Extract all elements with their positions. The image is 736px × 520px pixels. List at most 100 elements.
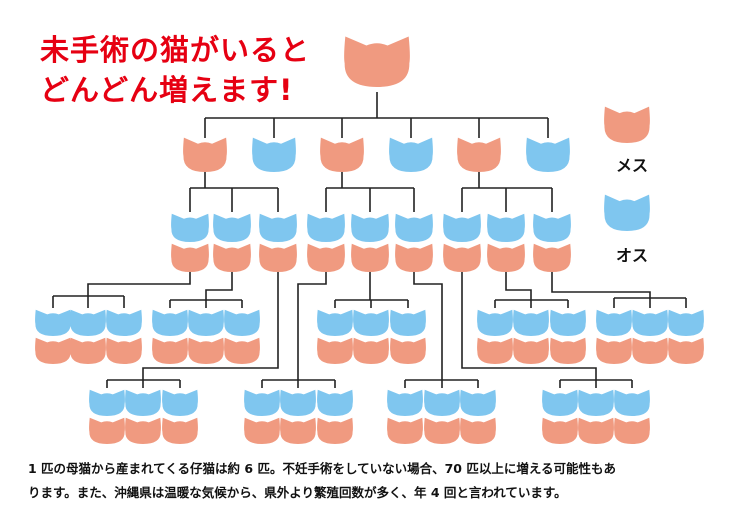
cat-face-female-icon <box>317 417 353 444</box>
cat-face-female-icon <box>125 417 161 444</box>
cat-face-female-icon <box>632 337 668 364</box>
cat-face-female-icon <box>244 417 280 444</box>
cat-face-male-icon <box>550 309 586 336</box>
cat-face-male-icon <box>280 389 316 416</box>
cat-face-male-icon <box>596 309 632 336</box>
cat-face-male-icon <box>487 213 525 242</box>
tree-connector-line <box>297 272 327 380</box>
cat-face-male-icon <box>424 389 460 416</box>
cat-face-female-icon <box>533 243 571 272</box>
cat-face-male-icon <box>513 309 549 336</box>
cat-face-female-icon <box>395 243 433 272</box>
cat-icons <box>35 36 704 444</box>
tree-connectors <box>52 92 687 388</box>
cat-face-female-icon <box>550 337 586 364</box>
cat-face-male-icon <box>477 309 513 336</box>
cat-face-male-icon <box>307 213 345 242</box>
cat-face-male-icon <box>390 309 426 336</box>
cat-face-male-icon <box>89 389 125 416</box>
cat-face-female-icon <box>443 243 481 272</box>
description-line-1: 1 匹の母猫から産まれてくる仔猫は約 6 匹。不妊手術をしていない場合、70 匹… <box>28 461 616 476</box>
cat-face-female-icon <box>578 417 614 444</box>
cat-face-female-icon <box>604 106 650 143</box>
cat-face-female-icon <box>162 417 198 444</box>
cat-face-female-icon <box>89 417 125 444</box>
tree-connector-line <box>87 272 191 296</box>
cat-face-male-icon <box>35 309 71 336</box>
cat-face-female-icon <box>188 337 224 364</box>
cat-face-female-icon <box>106 337 142 364</box>
cat-face-male-icon <box>632 309 668 336</box>
cat-face-female-icon <box>351 243 389 272</box>
cat-face-male-icon <box>395 213 433 242</box>
tree-connector-line <box>505 272 532 300</box>
cat-face-female-icon <box>213 243 251 272</box>
cat-face-male-icon <box>224 309 260 336</box>
cat-face-female-icon <box>317 337 353 364</box>
cat-face-female-icon <box>596 337 632 364</box>
cat-face-male-icon <box>614 389 650 416</box>
cat-face-female-icon <box>460 417 496 444</box>
cat-face-male-icon <box>213 213 251 242</box>
cat-face-female-icon <box>259 243 297 272</box>
cat-face-male-icon <box>460 389 496 416</box>
page-title: 未手術の猫がいると どんどん増えます! <box>40 30 310 110</box>
cat-face-male-icon <box>162 389 198 416</box>
cat-face-male-icon <box>353 309 389 336</box>
cat-face-female-icon <box>152 337 188 364</box>
cat-face-male-icon <box>70 309 106 336</box>
cat-face-male-icon <box>188 309 224 336</box>
cat-face-male-icon <box>389 137 433 172</box>
cat-face-female-icon <box>35 337 71 364</box>
tree-connector-line <box>461 272 597 380</box>
tree-connector-line <box>413 272 443 380</box>
cat-face-male-icon <box>526 137 570 172</box>
cat-face-female-icon <box>668 337 704 364</box>
cat-face-male-icon <box>387 389 423 416</box>
cat-face-male-icon <box>244 389 280 416</box>
description-line-2: ります。また、沖縄県は温暖な気候から、県外より繁殖回数が多く、年 4 回と言われ… <box>28 485 567 500</box>
cat-face-female-icon <box>320 137 364 172</box>
cat-face-female-icon <box>477 337 513 364</box>
cat-face-female-icon <box>390 337 426 364</box>
tree-connector-line <box>142 272 279 380</box>
cat-face-male-icon <box>171 213 209 242</box>
cat-face-male-icon <box>252 137 296 172</box>
cat-face-female-icon <box>70 337 106 364</box>
tree-connector-line <box>205 272 233 300</box>
cat-face-female-icon <box>542 417 578 444</box>
tree-connector-line <box>551 272 651 298</box>
cat-face-male-icon <box>259 213 297 242</box>
cat-face-male-icon <box>152 309 188 336</box>
cat-face-female-icon <box>424 417 460 444</box>
cat-face-female-icon <box>171 243 209 272</box>
title-line-1: 未手術の猫がいると <box>40 33 311 67</box>
description-text: 1 匹の母猫から産まれてくる仔猫は約 6 匹。不妊手術をしていない場合、70 匹… <box>28 457 718 505</box>
cat-face-male-icon <box>542 389 578 416</box>
cat-face-male-icon <box>578 389 614 416</box>
cat-face-male-icon <box>106 309 142 336</box>
legend-female-label: メス <box>616 156 649 175</box>
title-line-2: どんどん増えます! <box>40 73 294 107</box>
cat-face-female-icon <box>183 137 227 172</box>
cat-face-male-icon <box>533 213 571 242</box>
cat-face-male-icon <box>125 389 161 416</box>
cat-face-male-icon <box>604 194 650 231</box>
cat-face-female-icon <box>614 417 650 444</box>
cat-face-male-icon <box>317 389 353 416</box>
cat-face-female-icon <box>280 417 316 444</box>
cat-face-male-icon <box>668 309 704 336</box>
cat-face-male-icon <box>443 213 481 242</box>
cat-face-female-icon <box>387 417 423 444</box>
cat-face-female-icon <box>353 337 389 364</box>
cat-face-male-icon <box>317 309 353 336</box>
cat-face-female-icon <box>224 337 260 364</box>
cat-face-female-icon <box>487 243 525 272</box>
cat-face-female-icon <box>344 36 410 87</box>
cat-face-female-icon <box>307 243 345 272</box>
cat-face-female-icon <box>457 137 501 172</box>
cat-face-male-icon <box>351 213 389 242</box>
legend-male-label: オス <box>616 246 649 265</box>
cat-face-female-icon <box>513 337 549 364</box>
